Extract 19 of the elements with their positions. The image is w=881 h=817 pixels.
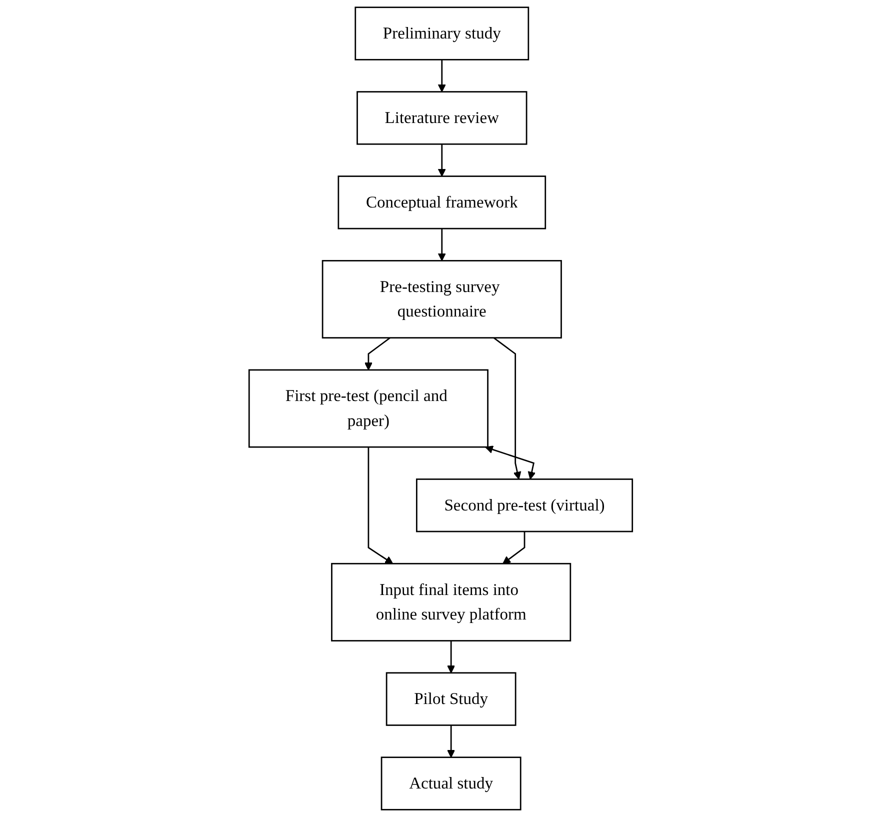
- arrow: [502, 532, 525, 564]
- arrow: [484, 446, 536, 480]
- node-box: Pre-testing survey questionnaire: [322, 260, 562, 338]
- arrow: [446, 725, 455, 758]
- node-box: Actual study: [380, 756, 522, 810]
- node-box: First pre-test (pencil and paper): [248, 369, 488, 448]
- arrow: [438, 228, 446, 262]
- arrow: [438, 60, 446, 92]
- node-box: Preliminary study: [354, 6, 529, 60]
- node-box: Input final items into online survey platform: [330, 562, 571, 642]
- arrow: [368, 447, 393, 564]
- node-box: Literature review: [356, 91, 527, 145]
- node-box: Pilot Study: [386, 672, 516, 726]
- arrow: [493, 337, 521, 480]
- node-box: Second pre-test (virtual): [416, 478, 633, 532]
- arrow: [446, 640, 455, 674]
- node-box: Conceptual framework: [338, 176, 546, 230]
- arrow: [364, 337, 390, 370]
- arrow: [438, 144, 446, 177]
